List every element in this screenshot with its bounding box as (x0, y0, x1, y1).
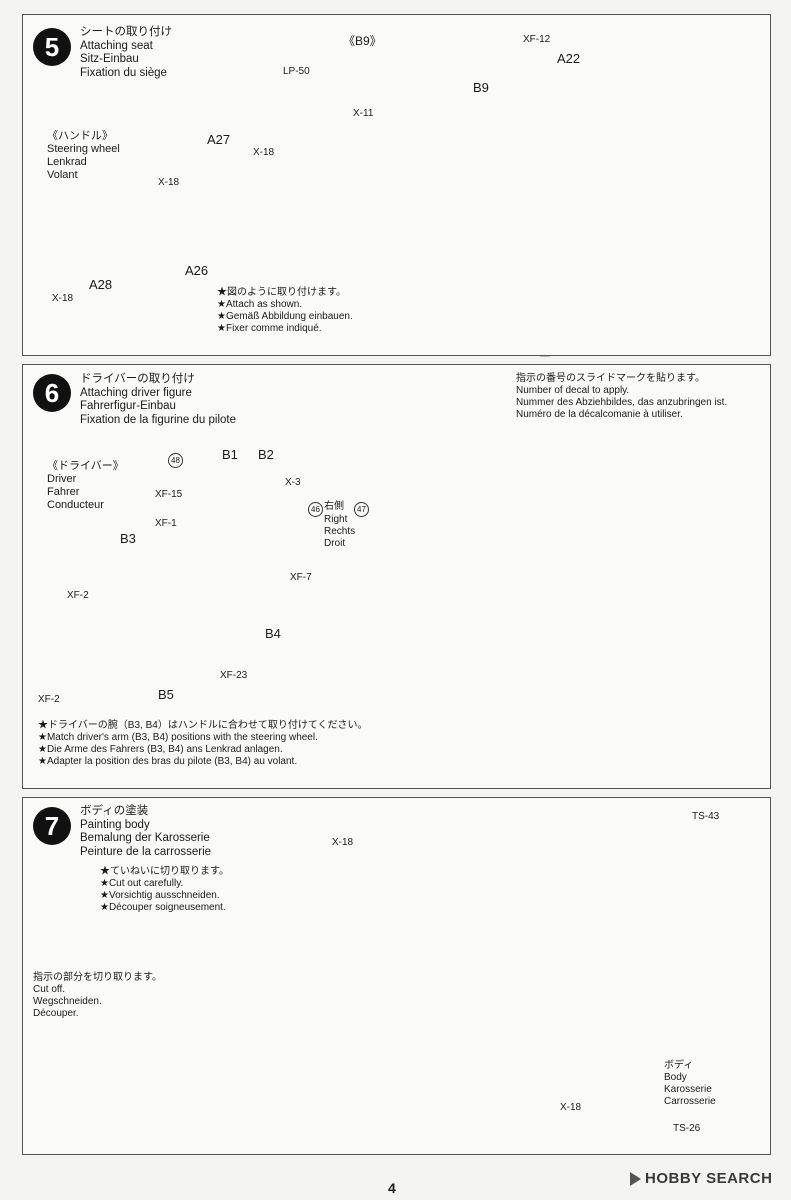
decal-number: 47 (354, 502, 369, 517)
step-title: シートの取り付け Attaching seat Sitz-Einbau Fixa… (80, 26, 172, 79)
paint-label: XF-23 (220, 670, 248, 681)
step-number: 7 (33, 807, 71, 845)
part-label: B5 (158, 687, 174, 702)
paint-label: X-18 (560, 1102, 582, 1113)
driver-arm-note: ★ドライバーの腕（B3, B4）はハンドルに合わせて取り付けてください。 ★Ma… (38, 720, 368, 767)
part-label: B3 (120, 531, 136, 546)
paint-label: XF-7 (290, 572, 312, 583)
step-number: 5 (33, 28, 71, 66)
step7-panel (22, 797, 771, 1155)
step6-panel (22, 364, 771, 789)
paint-label: X-18 (253, 147, 275, 158)
watermark: HOBBY SEARCH (630, 1170, 772, 1187)
paint-label: TS-43 (692, 811, 720, 822)
decal-number: 46 (308, 502, 323, 517)
paint-label: X-18 (52, 293, 74, 304)
part-label: A27 (207, 132, 231, 147)
paint-label: X-18 (158, 177, 180, 188)
step5-panel (22, 14, 771, 356)
part-label: B4 (265, 626, 281, 641)
paint-label: X-11 (353, 108, 374, 119)
step-title: ドライバーの取り付け Attaching driver figure Fahre… (80, 373, 236, 426)
paint-label: X-3 (285, 477, 301, 488)
b9-header: 《B9》 (343, 34, 382, 48)
paint-label: XF-2 (67, 590, 89, 601)
body-label: ボディ Body Karosserie Carrosserie (664, 1060, 716, 1107)
paint-label: XF-15 (155, 489, 183, 500)
decal-number: 48 (168, 453, 183, 468)
right-side-label: Right Rechts Droit (324, 514, 356, 549)
step-title: ボディの塗装 Painting body Bemalung der Kaross… (80, 805, 212, 858)
cut-off-note: 指示の部分を切り取ります。 Cut off. Wegschneiden. Déc… (33, 972, 162, 1019)
driver-label: 《ドライバー》 Driver Fahrer Conducteur (47, 460, 124, 511)
cut-carefully-note: ★ていねいに切り取ります。 ★Cut out carefully. ★Vorsi… (100, 866, 229, 913)
watermark-logo-icon (630, 1172, 641, 1187)
paint-label: XF-12 (523, 34, 551, 45)
paint-label: XF-2 (38, 694, 60, 705)
part-label: B2 (258, 447, 274, 462)
paint-label: LP-50 (283, 66, 310, 77)
part-label: B1 (222, 447, 238, 462)
paint-label: TS-26 (673, 1123, 701, 1134)
steering-wheel-label: 《ハンドル》 Steering wheel Lenkrad Volant (47, 130, 120, 181)
attach-note: ★図のように取り付けます。 ★Attach as shown. ★Gemäß A… (217, 287, 353, 334)
right-label-ja: 右側 (324, 501, 344, 512)
part-label: A26 (185, 263, 209, 278)
decal-legend: 指示の番号のスライドマークを貼ります。 Number of decal to a… (516, 373, 728, 420)
part-label: B9 (473, 80, 489, 95)
paint-label: XF-1 (155, 518, 177, 529)
part-label: A22 (557, 51, 581, 66)
step-number: 6 (33, 374, 71, 412)
part-label: A28 (89, 277, 113, 292)
paint-label: X-18 (332, 837, 354, 848)
page-number: 4 (388, 1180, 396, 1196)
